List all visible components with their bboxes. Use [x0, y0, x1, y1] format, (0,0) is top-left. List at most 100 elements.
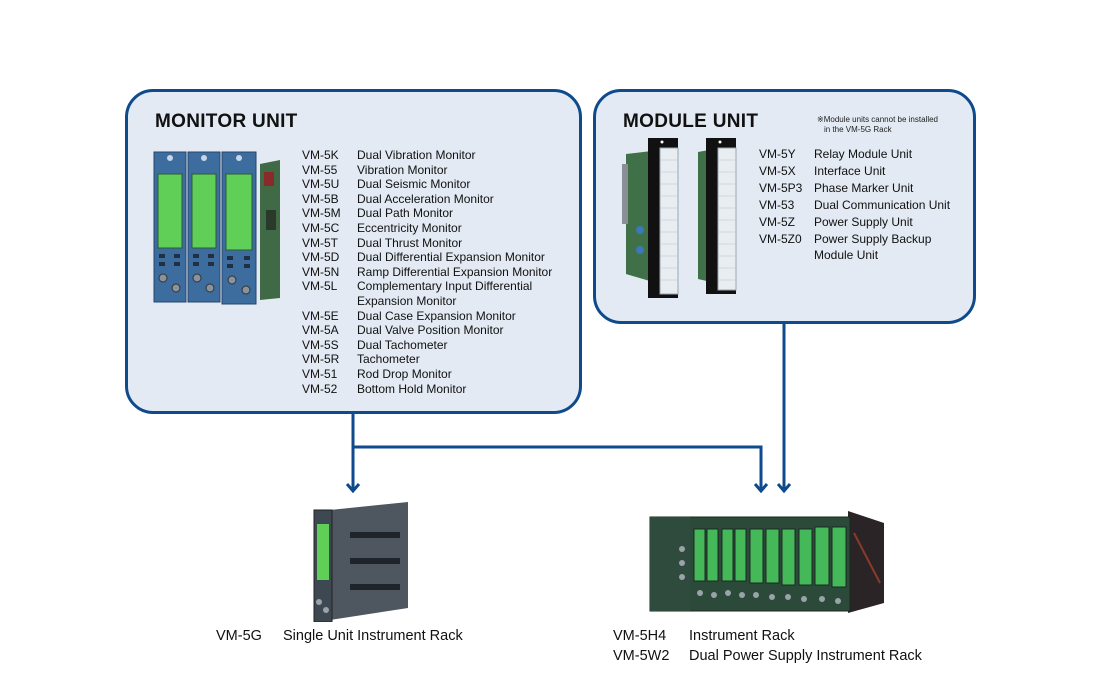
monitor-unit-title: MONITOR UNIT	[155, 111, 298, 132]
monitor-unit-list: VM-5K Dual Vibration Monitor VM-55 Vibrati…	[302, 148, 552, 396]
model-code: VM-5N	[302, 264, 340, 279]
module-item: VM-5X Interface Unit	[759, 163, 950, 180]
model-description: Dual Differential Expansion Monitor	[357, 250, 545, 265]
rack-model-code: VM-5W2	[613, 648, 670, 664]
monitor-module-3	[221, 151, 257, 305]
rack-connectors	[679, 546, 841, 604]
board-component	[266, 210, 276, 230]
instrument-rack-caption: VM-5H4 Instrument Rack VM-5W2 Dual Power…	[613, 626, 922, 666]
model-description: Power Supply Unit	[814, 214, 913, 229]
model-description: Vibration Monitor	[357, 162, 448, 177]
model-code: VM-5Z0	[759, 231, 802, 246]
rack-item: VM-5G Single Unit Instrument Rack	[216, 626, 463, 646]
note-line-1: ※Module units cannot be installed	[817, 115, 938, 124]
module-unit-photo	[622, 138, 737, 298]
model-code: VM-52	[302, 381, 338, 396]
monitor-item: VM-5T Dual Thrust Monitor	[302, 236, 552, 251]
monitor-item: VM-5D Dual Differential Expansion Monitor	[302, 250, 552, 265]
monitor-item: VM-5M Dual Path Monitor	[302, 206, 552, 221]
model-description: Ramp Differential Expansion Monitor	[357, 264, 553, 279]
model-code: VM-5U	[302, 177, 340, 192]
monitor-item: VM-52 Bottom Hold Monitor	[302, 382, 552, 397]
rack-item: VM-5W2 Dual Power Supply Instrument Rack	[613, 646, 922, 666]
model-description: Dual Communication Unit	[814, 197, 951, 212]
model-code: VM-5M	[302, 206, 341, 221]
installation-note: ※Module units cannot be installed in the…	[817, 115, 938, 135]
rack-slots	[693, 526, 847, 588]
model-code: VM-5P3	[759, 180, 803, 195]
board-component	[264, 172, 274, 186]
monitor-item: VM-5K Dual Vibration Monitor	[302, 148, 552, 163]
relay-module-2	[706, 138, 737, 294]
monitor-unit-panel: MONITOR UNIT	[125, 89, 582, 414]
model-description: Bottom Hold Monitor	[357, 381, 467, 396]
monitor-to-instrument-rack-line	[353, 445, 763, 489]
arrowhead-down-icon	[345, 483, 361, 494]
model-description-line2: Expansion Monitor	[357, 293, 457, 308]
model-description-line2: Module Unit	[814, 248, 879, 263]
rack-item: VM-5H4 Instrument Rack	[613, 626, 922, 646]
connector-knob	[323, 607, 329, 613]
board-component	[636, 246, 644, 254]
monitor-item: VM-51 Rod Drop Monitor	[302, 367, 552, 382]
model-code: VM-55	[302, 162, 338, 177]
edge-connector	[622, 164, 628, 224]
monitor-module-2	[187, 151, 221, 303]
lcd-display	[317, 524, 329, 580]
model-code: VM-5B	[302, 191, 339, 206]
model-code: VM-5Z	[759, 214, 795, 229]
model-code: VM-5R	[302, 352, 340, 367]
monitor-item: VM-5R Tachometer	[302, 352, 552, 367]
model-description: Rod Drop Monitor	[357, 366, 452, 381]
monitor-module-1	[153, 151, 187, 303]
model-description-line1: Power Supply Backup	[814, 231, 932, 246]
model-code: VM-5X	[759, 163, 796, 178]
model-description: Eccentricity Monitor	[357, 220, 462, 235]
model-description: Interface Unit	[814, 163, 886, 178]
model-description: Dual Seismic Monitor	[357, 177, 471, 192]
module-item: VM-5Z Power Supply Unit	[759, 214, 950, 231]
arrowhead-down-icon	[776, 483, 792, 494]
model-description: Dual Case Expansion Monitor	[357, 308, 516, 323]
connector-knob	[316, 599, 322, 605]
vent-slots	[350, 532, 400, 590]
module-unit-title: MODULE UNIT	[623, 111, 759, 132]
model-code: VM-5T	[302, 235, 338, 250]
model-code: VM-51	[302, 366, 338, 381]
model-code: VM-5L	[302, 279, 338, 294]
model-code: VM-53	[759, 197, 795, 212]
arrowhead-down-icon	[753, 483, 769, 494]
instrument-rack-photo	[649, 511, 884, 613]
monitor-item: VM-5B Dual Acceleration Monitor	[302, 192, 552, 207]
model-description: Dual Path Monitor	[357, 206, 454, 221]
rack-cable	[853, 532, 881, 584]
model-code: VM-5S	[302, 337, 339, 352]
relay-module-1	[648, 138, 679, 298]
model-description: Dual Thrust Monitor	[357, 235, 463, 250]
model-description: Dual Acceleration Monitor	[357, 191, 494, 206]
model-code: VM-5K	[302, 148, 339, 162]
board-component	[636, 226, 644, 234]
rack-side	[848, 511, 884, 613]
rack-description: Dual Power Supply Instrument Rack	[689, 648, 922, 664]
rack-model-code: VM-5H4	[613, 628, 667, 644]
model-description: Relay Module Unit	[814, 147, 913, 161]
rack-description: Single Unit Instrument Rack	[283, 628, 463, 644]
model-description-line1: Complementary Input Differential	[357, 279, 533, 294]
model-description: Tachometer	[357, 352, 420, 367]
model-code: VM-5D	[302, 250, 340, 265]
model-code: VM-5A	[302, 323, 339, 338]
model-description: Dual Vibration Monitor	[357, 148, 476, 162]
module-item: VM-53 Dual Communication Unit	[759, 197, 950, 214]
model-description: Dual Tachometer	[357, 337, 448, 352]
